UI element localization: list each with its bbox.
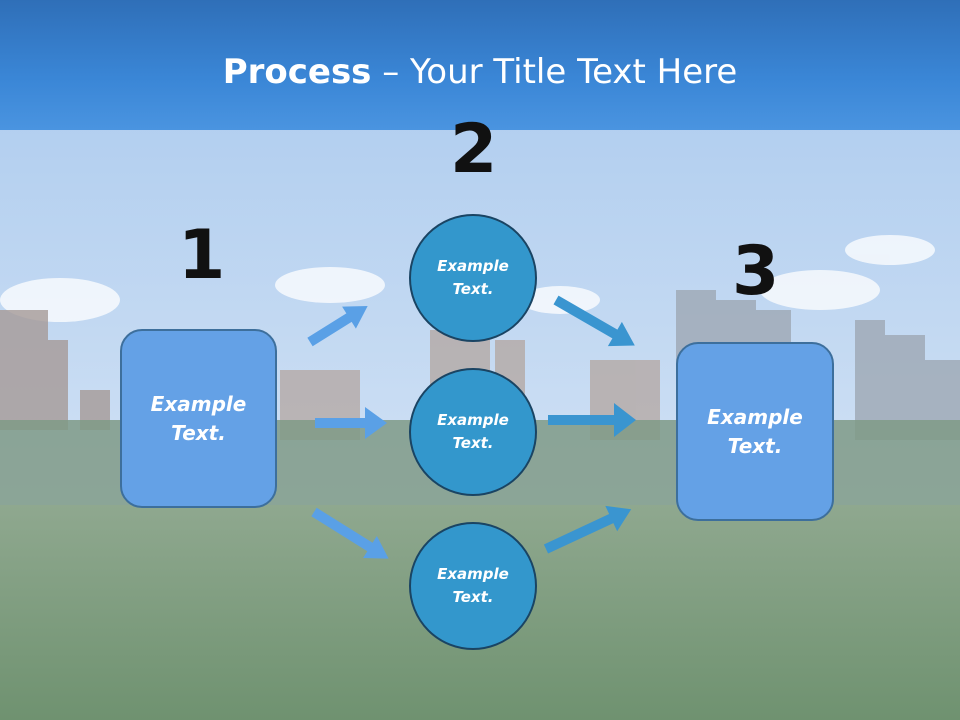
step-3-box[interactable]: Example Text. (676, 342, 834, 521)
arrow-left-middle (315, 407, 387, 439)
arrow-right-up (543, 505, 632, 554)
title-rest: – Your Title Text Here (371, 52, 738, 92)
title-bold: Process (222, 52, 372, 92)
step-number-3: 3 (732, 232, 780, 311)
step-2-circle-bottom[interactable]: Example Text. (409, 522, 537, 650)
circle-middle-text: Example Text. (437, 411, 509, 452)
step-3-text: Example Text. (707, 404, 803, 458)
step-number-2: 2 (450, 110, 498, 189)
circle-top-text: Example Text. (437, 257, 509, 298)
arrow-right-down (553, 295, 635, 347)
step-1-box[interactable]: Example Text. (120, 329, 277, 508)
step-2-circle-middle[interactable]: Example Text. (409, 368, 537, 496)
arrow-left-up (307, 305, 368, 347)
arrow-left-down (311, 507, 389, 559)
step-2-circle-top[interactable]: Example Text. (409, 214, 537, 342)
slide-title: Process – Your Title Text Here (0, 52, 960, 92)
step-number-1: 1 (178, 216, 226, 295)
circle-bottom-text: Example Text. (437, 565, 509, 606)
arrow-right-middle (548, 403, 636, 437)
step-1-text: Example Text. (150, 391, 247, 445)
title-bar (0, 0, 960, 130)
